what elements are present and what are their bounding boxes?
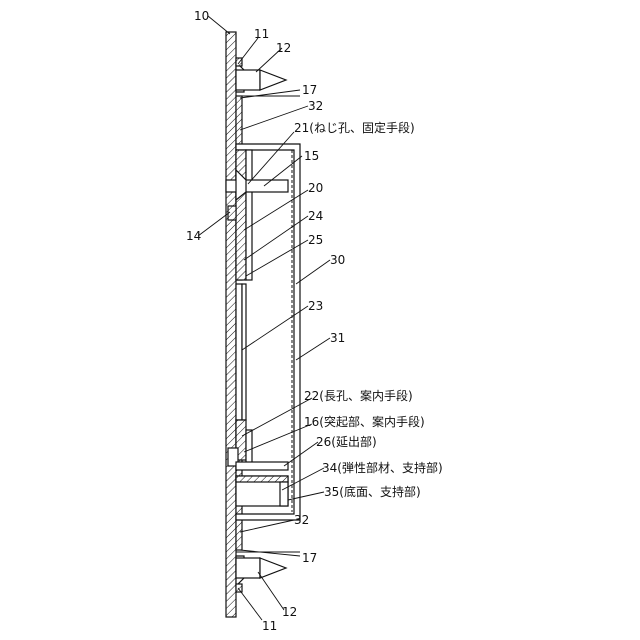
label-21: 21(ねじ孔、固定手段): [294, 120, 415, 135]
label-32-top: 32: [308, 99, 323, 113]
label-14: 14: [186, 229, 201, 243]
mounting-plate-25: [236, 150, 246, 280]
label-15: 15: [304, 149, 319, 163]
label-32-bottom: 32: [294, 513, 309, 527]
label-23: 23: [308, 299, 323, 313]
extension-26: [236, 462, 288, 470]
label-10: 10: [194, 9, 209, 23]
label-25: 25: [308, 233, 323, 247]
label-22: 22(長孔、案内手段): [304, 388, 413, 403]
label-35: 35(底面、支持部): [324, 484, 421, 499]
label-17-top: 17: [302, 83, 317, 97]
wall-10: [226, 32, 236, 617]
label-30: 30: [330, 253, 345, 267]
label-26: 26(延出部): [316, 434, 377, 449]
label-12-top: 12: [276, 41, 291, 55]
label-20: 20: [308, 181, 323, 195]
label-16: 16(突起部、案内手段): [304, 414, 425, 429]
label-11-bottom: 11: [262, 619, 277, 633]
label-11-top: 11: [254, 27, 269, 41]
label-34: 34(弾性部材、支持部): [322, 460, 443, 475]
label-17-bottom: 17: [302, 551, 317, 565]
label-12-bottom: 12: [282, 605, 297, 619]
top-anchor-assembly: [236, 58, 300, 96]
label-24: 24: [308, 209, 323, 223]
support-34-35: [236, 476, 288, 506]
label-31: 31: [330, 331, 345, 345]
panel-23: [236, 284, 242, 420]
